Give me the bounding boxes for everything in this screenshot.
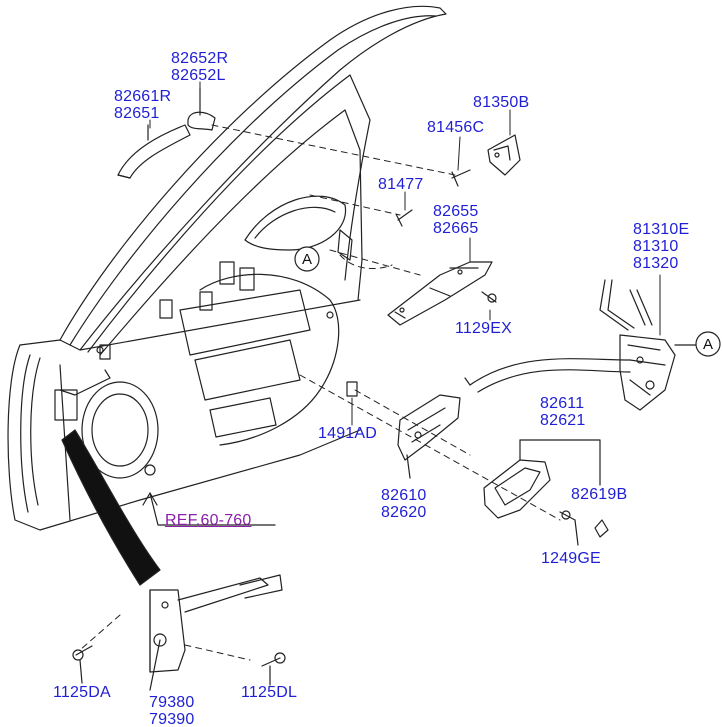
- part-number: 82665: [433, 220, 479, 237]
- clip-1491ad: [346, 381, 358, 397]
- callout-circle-right: [695, 331, 721, 357]
- part-number: 82661R: [114, 88, 172, 105]
- label-screw-1129ex: 1129EX: [455, 320, 512, 337]
- inside-handle: [397, 394, 461, 479]
- label-cap-82619b: 82619B: [571, 486, 627, 503]
- callout-circle-left: [294, 246, 320, 272]
- handle-bracket: [387, 261, 493, 326]
- label-checker-bolt-right: 1125DL: [241, 684, 297, 701]
- part-number: 82611: [540, 395, 585, 412]
- part-number: 81456C: [427, 119, 485, 136]
- callout-a-left: A: [302, 251, 312, 268]
- label-ref-note[interactable]: REF.60-760: [165, 512, 252, 529]
- label-door-checker: 79380 79390: [149, 694, 195, 727]
- part-number: 82621: [540, 412, 586, 429]
- leader-lines: [79, 124, 561, 661]
- label-striker: 81350B: [473, 94, 529, 111]
- label-outer-handle-cover: 82652R 82652L: [171, 50, 228, 84]
- part-number: 1129EX: [455, 320, 512, 337]
- part-number: 82652R: [171, 50, 229, 67]
- ref-link[interactable]: REF.60-760: [165, 512, 252, 529]
- ref-arrow: [142, 492, 276, 526]
- part-number: 82652L: [171, 67, 226, 84]
- door-checker: [149, 574, 283, 691]
- label-checker-bolt-left: 1125DA: [53, 684, 111, 701]
- label-handle-bracket: 82655 82665: [433, 203, 479, 237]
- part-number: 81310E: [633, 221, 690, 238]
- part-number: 1125DA: [53, 684, 111, 701]
- label-inside-handle-cover: 82611 82621: [540, 395, 586, 429]
- outer-handle-cover: [187, 87, 216, 131]
- part-number: 1125DL: [241, 684, 298, 701]
- part-number: 81477: [378, 176, 424, 193]
- part-number: 1491AD: [318, 425, 378, 442]
- callout-a-right: A: [703, 336, 713, 353]
- part-number: 82651: [114, 105, 160, 122]
- striker: [487, 134, 521, 176]
- part-number: 79390: [149, 711, 195, 727]
- label-leaders: [149, 81, 661, 426]
- part-number: 82610: [381, 487, 427, 504]
- label-inside-handle: 82610 82620: [381, 487, 427, 521]
- part-number: 82655: [433, 203, 479, 220]
- label-outer-handle: 82661R 82651: [114, 88, 171, 122]
- striker-screw: [451, 169, 471, 187]
- part-number: 79380: [149, 694, 195, 711]
- part-number: 81350B: [473, 94, 530, 111]
- screw-1249ge: [559, 510, 579, 546]
- latch-cables: [464, 358, 631, 393]
- checker-strap: [61, 429, 161, 586]
- label-screw-81477: 81477: [378, 176, 424, 193]
- checker-bolt-left: [72, 645, 93, 684]
- screw-1129ex: [481, 291, 497, 303]
- cap-82619b: [594, 519, 609, 538]
- label-clip-1491ad: 1491AD: [318, 425, 377, 442]
- label-latch-assembly: 81310E 81310 81320: [633, 221, 689, 272]
- inside-handle-cover: [483, 439, 601, 519]
- part-number: 81310: [633, 238, 679, 255]
- door-panel: [7, 5, 447, 531]
- outer-handle: [117, 124, 191, 179]
- checker-bolt-right: [261, 652, 286, 686]
- part-number: 81320: [633, 255, 679, 272]
- part-number: 82619B: [571, 486, 628, 503]
- screw-81477: [395, 209, 413, 227]
- label-screw-1249ge: 1249GE: [541, 550, 601, 567]
- label-striker-screw: 81456C: [427, 119, 484, 136]
- part-number: 82620: [381, 504, 427, 521]
- latch-assembly: [599, 279, 698, 411]
- part-number: 1249GE: [541, 550, 601, 567]
